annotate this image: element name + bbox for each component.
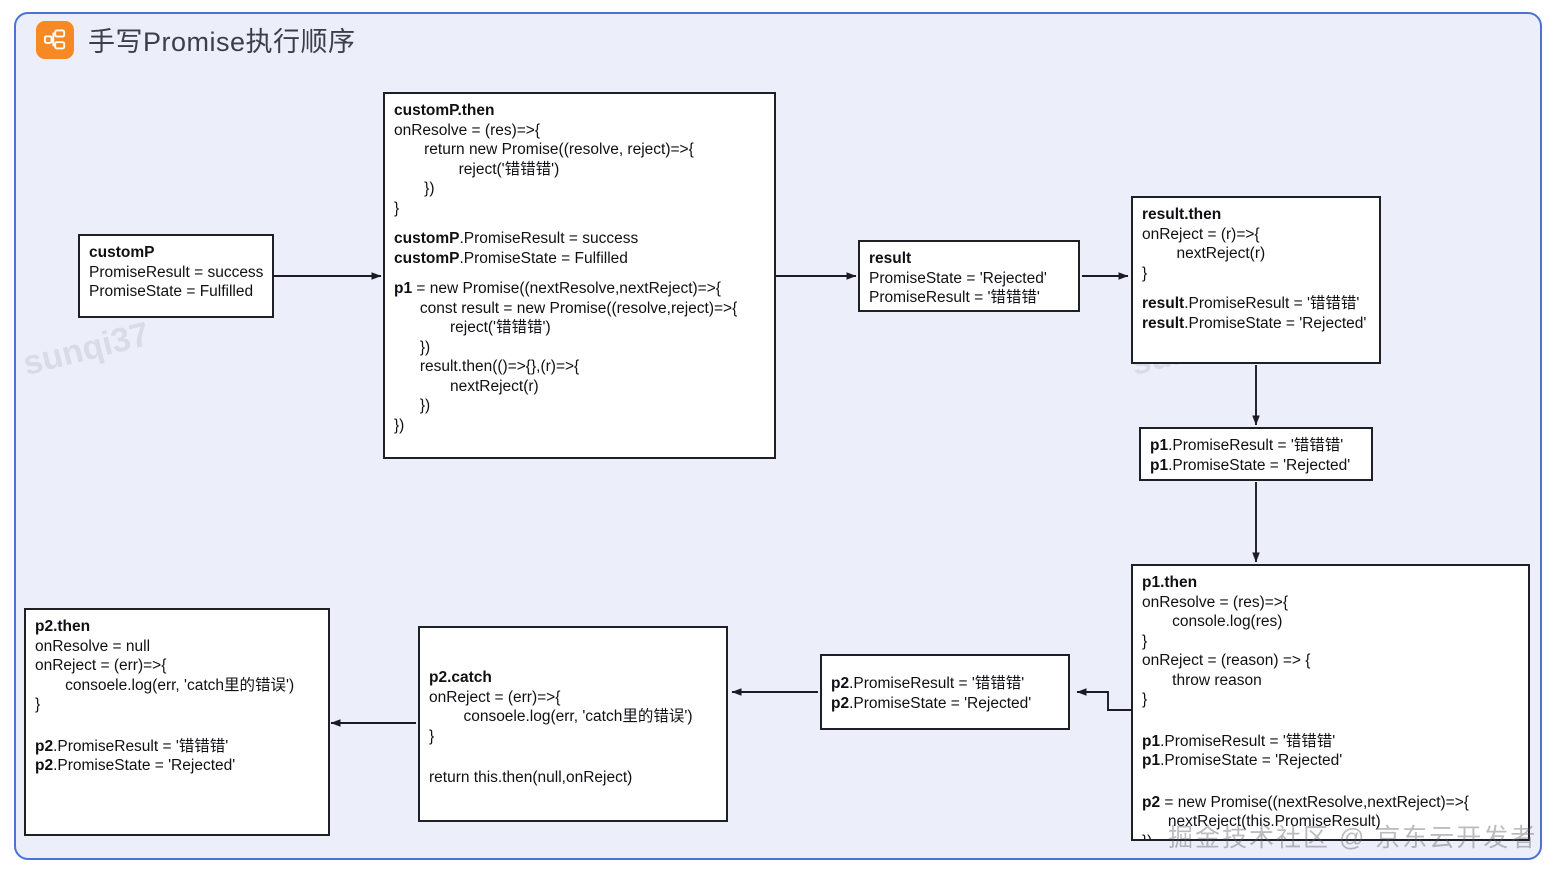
node-line: throw reason [1142, 671, 1262, 689]
node-line: p1.PromiseState = 'Rejected' [1150, 456, 1351, 474]
node-line: p1.PromiseState = 'Rejected' [1142, 752, 1343, 769]
node-line-text: .PromiseState = 'Rejected' [1184, 314, 1367, 332]
node-line: } [1142, 264, 1148, 282]
node-line: p2.PromiseResult = '错错错' [831, 675, 1025, 692]
node-line-text: = new Promise((nextResolve,nextReject)=>… [412, 280, 721, 297]
node-line: }) [394, 397, 431, 414]
node-spacer [429, 757, 717, 768]
node-spacer [1142, 710, 1519, 721]
node-line: onResolve = (res)=>{ [1142, 593, 1289, 611]
node-line: }) [1142, 832, 1153, 841]
node-line: customP.PromiseResult = success [394, 230, 639, 247]
flowchart-icon [36, 20, 74, 59]
node-line: reject('错错错') [394, 319, 551, 336]
node-line: p2.PromiseResult = '错错错' [35, 737, 229, 755]
node-line: } [429, 727, 435, 745]
node-line: customP [89, 244, 155, 261]
node-spacer [1142, 283, 1370, 294]
node-line-text: .PromiseResult = '错错错' [53, 737, 229, 755]
node-line: PromiseResult = '错错错' [869, 289, 1040, 306]
node-line: nextReject(r) [1142, 245, 1266, 262]
node-line-text: .PromiseState = 'Rejected' [1168, 456, 1351, 474]
node-line: onReject = (reason) => { [1142, 652, 1311, 669]
node-line: p2 = new Promise((nextResolve,nextReject… [1142, 793, 1469, 811]
node-line: p2.PromiseState = 'Rejected' [35, 757, 236, 774]
node-line: nextReject(this.PromiseResult) [1142, 813, 1381, 830]
node-line: PromiseResult = success [89, 263, 264, 281]
node-spacer [429, 657, 717, 668]
node-customp[interactable]: customP PromiseResult = success PromiseS… [78, 234, 274, 318]
node-line: reject('错错错') [394, 160, 560, 178]
node-line: onReject = (err)=>{ [429, 688, 561, 706]
node-line: onReject = (r)=>{ [1142, 225, 1260, 243]
node-line: consoele.log(err, 'catch里的错误') [429, 708, 693, 725]
node-spacer [1142, 771, 1519, 782]
node-line-text: .PromiseResult = '错错错' [849, 675, 1025, 692]
node-line: result [869, 250, 912, 267]
node-line: return new Promise((resolve, reject)=>{ [394, 141, 694, 158]
node-line-text: .PromiseState = Fulfilled [459, 249, 628, 267]
page-header: 手写Promise执行顺序 [36, 20, 356, 59]
node-line-text: .PromiseResult = '错错错' [1160, 732, 1336, 750]
node-spacer [394, 218, 765, 229]
node-spacer [831, 663, 1059, 674]
node-p2-then[interactable]: p2.then onResolve = null onReject = (err… [24, 608, 330, 836]
node-line: result.PromiseResult = '错错错' [1142, 295, 1360, 312]
node-line: onReject = (err)=>{ [35, 657, 167, 674]
node-p1-then[interactable]: p1.then onResolve = (res)=>{ console.log… [1131, 564, 1530, 841]
node-spacer [35, 726, 319, 737]
node-line: nextReject(r) [394, 377, 539, 395]
node-line: p1.PromiseResult = '错错错' [1142, 732, 1336, 750]
node-line: PromiseState = Fulfilled [89, 283, 254, 300]
page-title: 手写Promise执行顺序 [88, 27, 356, 57]
node-spacer [1142, 782, 1519, 793]
node-spacer [35, 715, 319, 726]
node-p1-state[interactable]: p1.PromiseResult = '错错错' p1.PromiseState… [1139, 427, 1373, 481]
node-line-text: .PromiseState = 'Rejected' [1160, 752, 1343, 769]
node-line-text: .PromiseState = 'Rejected' [53, 757, 236, 774]
node-line: } [35, 696, 41, 713]
node-line: }) [394, 338, 431, 356]
node-line: result.then [1142, 206, 1222, 223]
node-spacer [1142, 721, 1519, 732]
node-p2-catch[interactable]: p2.catch onReject = (err)=>{ consoele.lo… [418, 626, 728, 822]
node-line: result.PromiseState = 'Rejected' [1142, 314, 1367, 332]
node-result-then[interactable]: result.then onReject = (r)=>{ nextReject… [1131, 196, 1381, 364]
node-line: } [394, 199, 400, 217]
node-spacer [394, 268, 765, 279]
node-line: const result = new Promise((resolve,reje… [394, 299, 738, 317]
node-line: customP.PromiseState = Fulfilled [394, 249, 628, 267]
node-result[interactable]: result PromiseState = 'Rejected' Promise… [858, 240, 1080, 312]
node-line: p2.then [35, 618, 91, 635]
node-line: customP.then [394, 102, 495, 119]
node-line: onResolve = null [35, 637, 151, 655]
node-p2-state[interactable]: p2.PromiseResult = '错错错' p2.PromiseState… [820, 654, 1070, 730]
node-spacer [429, 635, 717, 646]
node-line: onResolve = (res)=>{ [394, 121, 541, 139]
node-line: p2.catch [429, 669, 492, 686]
node-line-text: .PromiseResult = success [459, 230, 639, 247]
node-line: p1.then [1142, 574, 1198, 591]
node-line: p2.PromiseState = 'Rejected' [831, 694, 1032, 712]
node-line: p1 = new Promise((nextResolve,nextReject… [394, 280, 721, 297]
node-spacer [35, 776, 319, 787]
node-line: }) [394, 180, 435, 197]
node-customp-then[interactable]: customP.then onResolve = (res)=>{ return… [383, 92, 776, 459]
node-line: return this.then(null,onReject) [429, 769, 633, 786]
node-line: consoele.log(err, 'catch里的错误') [35, 676, 295, 694]
node-line: result.then(()=>{},(r)=>{ [394, 358, 580, 375]
node-line-text: = new Promise((nextResolve,nextReject)=>… [1160, 793, 1469, 811]
node-line: }) [394, 416, 405, 434]
node-line: } [1142, 632, 1148, 650]
node-line-text: .PromiseResult = '错错错' [1168, 437, 1344, 454]
node-line: console.log(res) [1142, 613, 1283, 630]
node-spacer [429, 646, 717, 657]
node-line-text: .PromiseState = 'Rejected' [849, 694, 1032, 712]
node-line: PromiseState = 'Rejected' [869, 269, 1047, 287]
node-line-text: .PromiseResult = '错错错' [1184, 295, 1360, 312]
node-line: } [1142, 691, 1148, 708]
node-line: p1.PromiseResult = '错错错' [1150, 437, 1344, 454]
node-spacer [429, 746, 717, 757]
